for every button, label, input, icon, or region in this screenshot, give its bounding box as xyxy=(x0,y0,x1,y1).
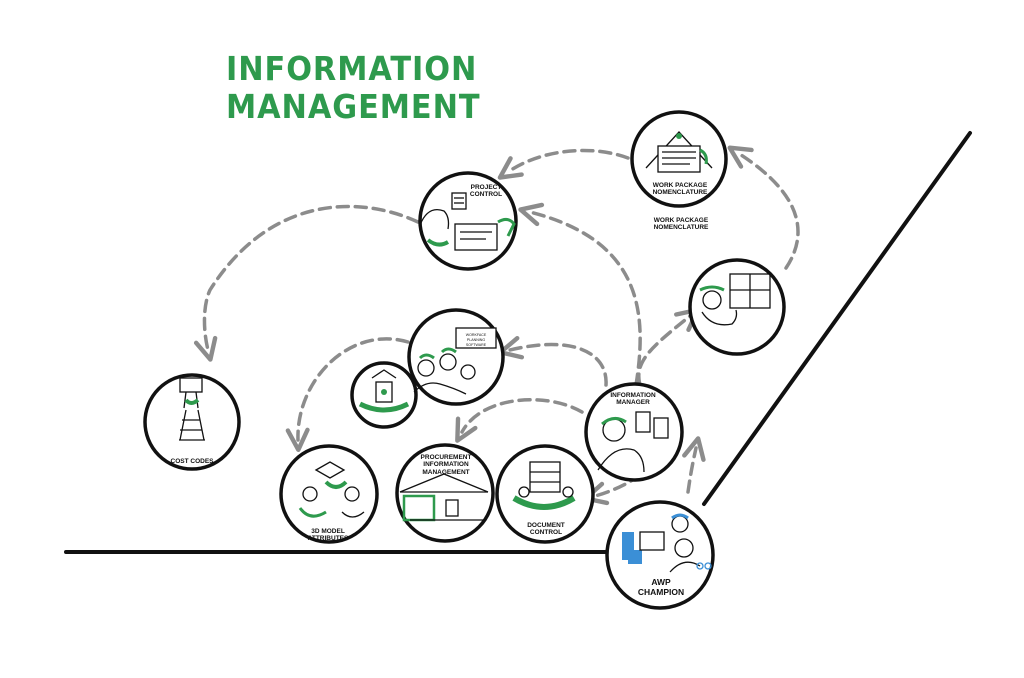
island-structure-icon xyxy=(358,369,410,413)
work-package-caption-1: WORK PACKAGE xyxy=(653,217,709,224)
person-on-ladder-icon xyxy=(179,377,205,441)
person-planning-icon xyxy=(699,273,771,326)
document-control-label-1: DOCUMENT xyxy=(527,522,565,529)
work-package-caption-2: NOMENCLATURE xyxy=(653,224,709,232)
information-manager-label-1: INFORMATION xyxy=(610,392,656,399)
filing-cabinet-icon xyxy=(512,461,576,510)
node-document-control xyxy=(495,444,595,544)
document-control-label: DOCUMENT CONTROL xyxy=(527,522,565,537)
model-attributes-label-1: 3D MODEL xyxy=(311,528,345,535)
awp-champion-label-2: CHAMPION xyxy=(637,586,685,597)
node-procurement xyxy=(395,443,495,543)
captain-ship-icon xyxy=(622,513,712,573)
procurement-label-3: MANAGEMENT xyxy=(422,468,470,476)
arrow-scheduling-to-attributes xyxy=(285,337,410,452)
person-documents-icon xyxy=(597,411,669,473)
title-line-1: INFORMATION xyxy=(226,49,478,88)
cost-codes-label: COST CODES xyxy=(171,458,214,465)
work-package-caption: WORK PACKAGE NOMENCLATURE xyxy=(654,217,709,232)
people-3d-model-icon xyxy=(298,461,365,518)
awp-champion-label: AWP CHAMPION xyxy=(637,577,685,598)
arrow-manager-to-planner xyxy=(637,307,700,387)
arrow-champion-to-manager xyxy=(682,436,706,494)
title-line-2: MANAGEMENT xyxy=(226,87,481,126)
calculator-person-icon xyxy=(419,192,516,251)
information-manager-label-2: MANAGER xyxy=(616,399,650,407)
arrow-manager-to-projectcontrol xyxy=(518,202,642,387)
project-control-label: PROJECT CONTROL xyxy=(470,184,502,199)
node-cost-codes xyxy=(143,373,241,471)
awp-champion-label-1: AWP xyxy=(651,577,671,587)
arrow-workpackage-to-projectcontrol xyxy=(497,148,630,180)
model-attributes-label: 3D MODEL ATTRIBUTES xyxy=(308,528,349,543)
team-board-icon: WORKFACE PLANNING SOFTWARE xyxy=(413,327,497,395)
model-attributes-label-2: ATTRIBUTES xyxy=(307,535,349,543)
document-control-label-2: CONTROL xyxy=(529,529,563,537)
cost-codes-label-1: COST CODES xyxy=(170,458,214,465)
node-planner xyxy=(688,258,786,356)
procurement-label-1: PROCUREMENT xyxy=(420,454,472,461)
procurement-label-2: INFORMATION xyxy=(423,461,469,469)
information-manager-label: INFORMATION MANAGER xyxy=(610,392,655,407)
arrow-manager-to-scheduling xyxy=(498,335,608,387)
work-package-label: WORK PACKAGE NOMENCLATURE xyxy=(653,182,708,197)
rising-line xyxy=(702,131,972,506)
arrow-planner-to-workpackage xyxy=(727,145,800,270)
board-line1: WORKFACE xyxy=(466,333,487,337)
work-package-label-1: WORK PACKAGE xyxy=(652,182,708,189)
board-line3: SOFTWARE xyxy=(466,343,487,347)
arrow-projectcontrol-to-costcodes xyxy=(193,204,420,362)
arrow-manager-to-procurement xyxy=(455,398,584,443)
warehouse-icon xyxy=(399,473,489,522)
node-model-attributes xyxy=(279,444,379,544)
project-control-label-2: CONTROL xyxy=(469,191,503,199)
project-control-label-1: PROJECT xyxy=(470,184,502,191)
board-line2: PLANNING xyxy=(467,338,486,342)
work-package-label-2: NOMENCLATURE xyxy=(652,189,708,197)
procurement-label: PROCUREMENT INFORMATION MANAGEMENT xyxy=(421,454,472,476)
house-documents-icon xyxy=(645,131,713,173)
